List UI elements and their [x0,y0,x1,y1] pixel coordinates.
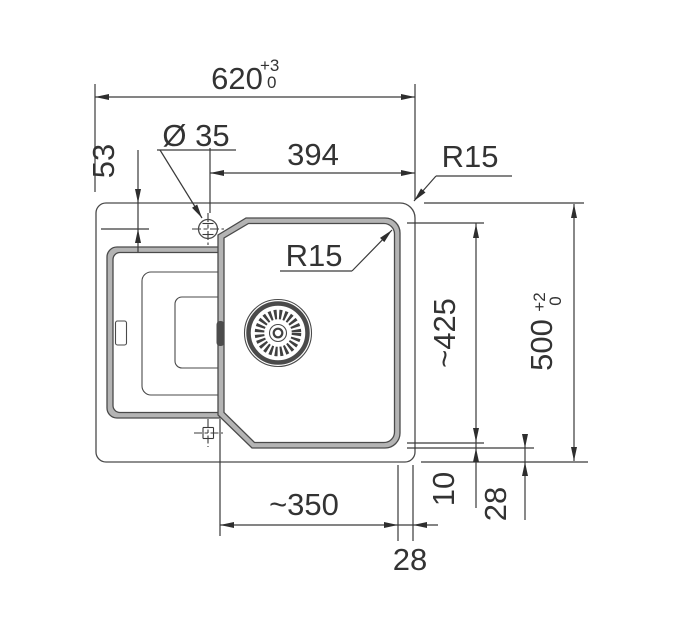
drain-strainer-icon [243,298,313,368]
drainboard-contour-inner [174,296,221,369]
dim-value: Ø 35 [162,118,229,153]
dim-value: 620 [211,61,263,96]
drainboard-rim-inner [112,251,221,414]
dim-tolerance-plus: +2 [530,292,549,311]
dim-425: ~425 [407,222,484,444]
strainer-center-hole [272,327,284,339]
arrowhead [192,204,202,218]
arrowhead [571,204,577,218]
dim-value: ~425 [427,298,462,368]
arrowhead [380,230,392,243]
bowl-overflow-mark [216,321,225,346]
arrowhead [522,462,528,476]
dim-500: 500 +2 0 [421,202,588,463]
dim-value: 394 [287,137,339,172]
dim-value: 28 [393,542,427,577]
drainboard-contour-outer [141,271,221,396]
arrowhead [401,170,415,176]
dim-394: 394 [209,137,415,213]
arrowhead [571,447,577,461]
arrowhead [522,434,528,448]
dim-tolerance-minus: 0 [267,73,276,92]
arrowhead [413,522,427,528]
arrowhead [384,522,398,528]
arrowhead [220,522,234,528]
tap-hole-marker [192,213,224,245]
dim-350: ~350 [219,419,438,541]
dim-value: 28 [478,487,513,521]
dim-tolerance-minus: 0 [546,296,565,305]
arrowhead [210,170,224,176]
arrowhead [95,94,109,100]
drainboard-overflow-slot [114,320,128,346]
dim-10: 10 [407,443,534,508]
dim-width-620: 620 +3 0 [94,56,416,200]
strainer-slotted-ring [254,309,302,357]
strainer-outer-ring [243,298,313,368]
strainer-inner-ring [268,323,288,343]
dim-28-right: 28 [478,434,528,521]
dim-tolerance-plus: +3 [260,56,279,75]
dim-28-bottom: 28 [393,522,427,577]
arrowhead [135,189,141,203]
label-tap-hole-diameter: Ø 35 [157,118,236,219]
tap-hole-circle [197,218,219,240]
dim-value: 10 [426,472,461,506]
arrowhead [473,428,479,442]
dim-value: ~350 [269,487,339,522]
label-radius-outer: R15 [413,139,512,202]
alt-tap-hole-marker [194,419,223,447]
arrowhead [473,448,479,462]
arrowhead [401,94,415,100]
strainer-dark-ring [246,301,310,365]
arrowhead [473,224,479,238]
dim-value: 53 [86,144,121,178]
dim-value: 500 [524,319,559,371]
arrowhead [135,229,141,243]
arrowhead [414,188,426,201]
dim-value: R15 [286,238,343,273]
dim-53: 53 [86,144,149,252]
drainboard-panel [106,246,221,419]
dim-value: R15 [442,139,499,174]
label-radius-bowl: R15 [280,229,393,273]
